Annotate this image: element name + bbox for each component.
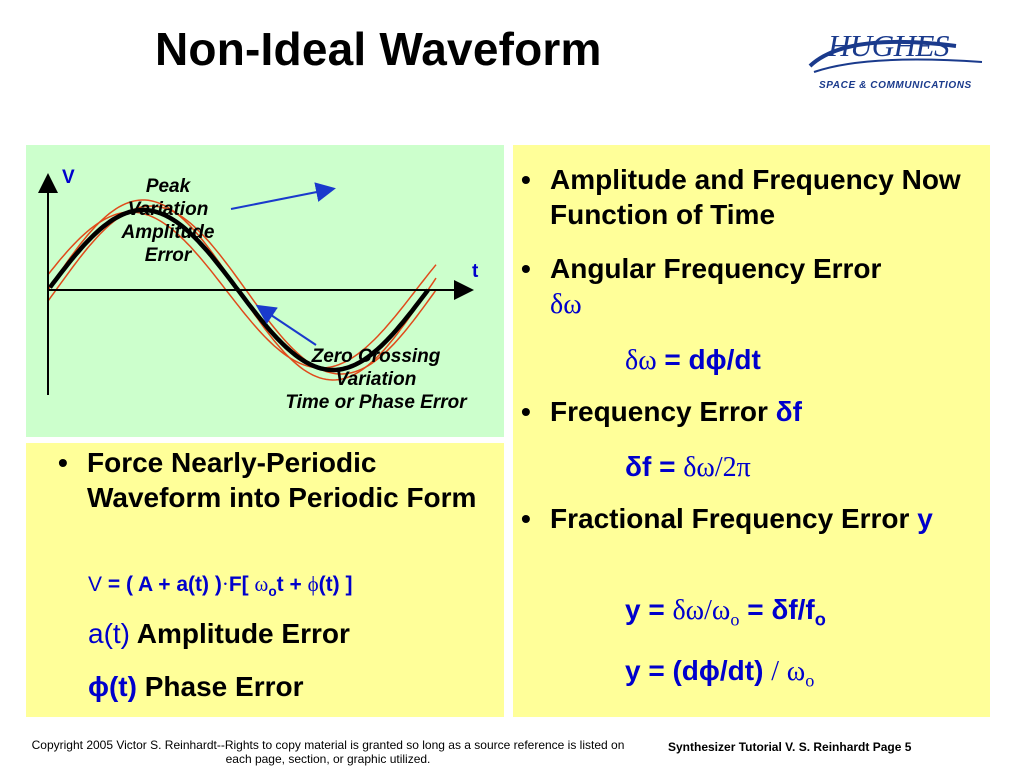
hughes-logo: HUGHES SPACE & COMMUNICATIONS	[806, 28, 988, 100]
waveform-diagram-panel: V t Peak Variation Amplitude Error Zero …	[26, 145, 504, 437]
angular-error-equation: δω = dϕ/dt	[625, 344, 761, 376]
fractional-error-derivative-equation: y = (dϕ/dt) / ωo	[625, 655, 815, 691]
peak-variation-label: Peak Variation Amplitude Error	[121, 176, 215, 266]
ideal-sine-curve	[48, 207, 430, 373]
bullet-amplitude-frequency: • Amplitude and Frequency Now Function o…	[521, 164, 961, 230]
bullet-icon: •	[521, 503, 531, 534]
page-title: Non-Ideal Waveform	[155, 23, 602, 75]
t-axis-label: t	[472, 261, 479, 282]
peak-arrow	[230, 182, 336, 210]
phase-error-line: ϕ(t) Phase Error	[88, 671, 304, 702]
frequency-error-panel: • Amplitude and Frequency Now Function o…	[513, 145, 990, 717]
right-bullet-list-4: • Fractional Frequency Error y	[521, 501, 981, 536]
bullet-icon: •	[521, 396, 531, 427]
amplitude-error-line: a(t) Amplitude Error	[88, 618, 350, 649]
v-axis-label: V	[62, 167, 75, 188]
copyright-footer: Copyright 2005 Victor S. Reinhardt--Righ…	[31, 738, 625, 766]
phase-variation-curve	[47, 211, 437, 369]
fractional-error-equation: y = δω/ωo = δf/fo	[625, 594, 826, 630]
logo-wordmark: HUGHES	[828, 28, 950, 63]
bullet-fractional-frequency-error: • Fractional Frequency Error y	[521, 503, 933, 534]
waveform-equation: V = ( A + a(t) )·F[ ωot + ϕ(t) ]	[88, 572, 353, 600]
bullet-force-periodic: • Force Nearly-Periodic Waveform into Pe…	[58, 447, 477, 513]
logo-subtitle: SPACE & COMMUNICATIONS	[819, 80, 972, 91]
page-footer: Synthesizer Tutorial V. S. Reinhardt Pag…	[668, 740, 912, 754]
right-bullet-list: • Amplitude and Frequency Now Function o…	[521, 162, 981, 232]
bullet-icon: •	[521, 253, 531, 284]
frequency-error-equation: δf = δω/2π	[625, 451, 751, 483]
right-bullet-list-3: • Frequency Error δf	[521, 394, 981, 429]
right-bullet-list-2: • Angular Frequency Error δω	[521, 251, 981, 322]
bullet-frequency-error: • Frequency Error δf	[521, 396, 802, 427]
left-bullet-list: • Force Nearly-Periodic Waveform into Pe…	[58, 445, 488, 515]
bullet-icon: •	[521, 164, 531, 195]
bullet-angular-frequency-error: • Angular Frequency Error δω	[521, 253, 882, 320]
zero-crossing-label: Zero Crossing Variation Time or Phase Er…	[285, 346, 467, 413]
zero-crossing-arrow	[255, 304, 317, 346]
bullet-icon: •	[58, 447, 68, 478]
waveform-diagram	[38, 173, 474, 395]
logo-swoosh-icon	[808, 39, 983, 73]
waveform-curves	[47, 199, 437, 381]
periodic-form-panel: • Force Nearly-Periodic Waveform into Pe…	[26, 443, 504, 717]
